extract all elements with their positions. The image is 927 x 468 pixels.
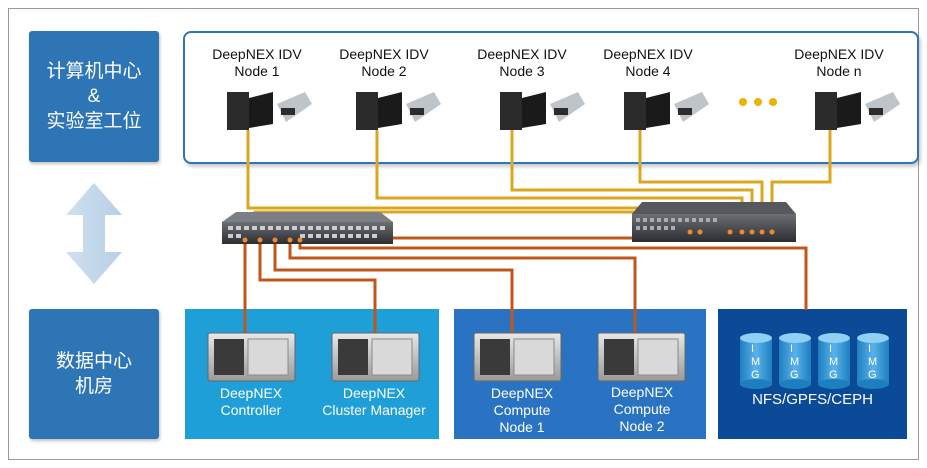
disk-icon-4 — [857, 333, 889, 389]
workstation-icon-1 — [227, 92, 312, 130]
compute-node-1-label-line-3: Node 1 — [499, 419, 545, 435]
compute-node-2-label-line-1: DeepNEX — [610, 384, 674, 400]
compute-node-2-label-line-2: Compute — [613, 401, 671, 417]
idv-node-4-line-1: DeepNEX IDV — [603, 46, 693, 62]
disk-icon-3 — [818, 333, 850, 389]
idv-node-2-line-1: DeepNEX IDV — [339, 46, 429, 62]
disk-label-3: IMG — [829, 343, 839, 381]
access-switch-icon — [632, 202, 796, 242]
datacenter-box: 数据中心 机房 — [29, 309, 159, 439]
lab-workstations-box: 计算机中心 & 实验室工位 — [29, 31, 159, 162]
datacenter-box-line-2: 机房 — [74, 376, 113, 397]
lab-box-line-2: & — [87, 86, 101, 107]
idv-node-3-line-1: DeepNEX IDV — [477, 46, 567, 62]
idv-node-4-label: DeepNEX IDV Node 4 — [593, 46, 703, 80]
compute-node-1-label-line-2: Compute — [493, 402, 551, 418]
compute-node-1-label: DeepNEX Compute Node 1 — [452, 385, 592, 436]
workstation-icon-2 — [356, 92, 441, 130]
cluster-manager-label-line-2: Cluster Manager — [322, 402, 426, 418]
idv-node-n-line-1: DeepNEX IDV — [794, 46, 884, 62]
ellipsis-icon — [739, 98, 777, 106]
idv-node-n-line-2: Node n — [816, 63, 862, 79]
disk-label-1: IMG — [751, 343, 761, 381]
disk-label-2: IMG — [790, 343, 800, 381]
storage-caption: NFS/GPFS/CEPH — [752, 391, 873, 408]
idv-node-1-line-1: DeepNEX IDV — [212, 46, 302, 62]
cluster-manager-label-line-1: DeepNEX — [342, 385, 406, 401]
lab-box-line-1: 计算机中心 — [46, 61, 142, 82]
cluster-manager-label: DeepNEX Cluster Manager — [304, 385, 444, 419]
lab-box-line-3: 实验室工位 — [46, 111, 142, 132]
idv-node-1-label: DeepNEX IDV Node 1 — [202, 46, 312, 80]
orange-links — [243, 236, 808, 340]
bidirectional-arrow-icon — [66, 183, 122, 284]
controller-label-line-2: Controller — [220, 402, 282, 418]
diagram-frame — [8, 8, 919, 460]
idv-node-2-label: DeepNEX IDV Node 2 — [329, 46, 439, 80]
server-icon-cluster-manager — [331, 332, 420, 382]
server-icon-compute-2 — [597, 332, 686, 382]
server-icon-controller — [207, 332, 296, 382]
server-icons — [207, 332, 686, 382]
workstation-icon-4 — [624, 92, 709, 130]
compute-node-2-label: DeepNEX Compute Node 2 — [572, 384, 712, 435]
workstation-icons — [227, 92, 900, 130]
disk-icon-2 — [779, 333, 811, 389]
server-icon-compute-1 — [473, 332, 562, 382]
controller-label-line-1: DeepNEX — [219, 385, 283, 401]
compute-node-1-label-line-1: DeepNEX — [490, 385, 554, 401]
workstation-icon-3 — [500, 92, 585, 130]
idv-node-4-line-2: Node 4 — [625, 63, 671, 79]
idv-node-3-label: DeepNEX IDV Node 3 — [467, 46, 577, 80]
controller-label: DeepNEX Controller — [181, 385, 321, 419]
compute-node-2-label-line-3: Node 2 — [619, 418, 665, 434]
idv-node-2-line-2: Node 2 — [361, 63, 407, 79]
storage-disk-icons — [740, 333, 889, 389]
disk-icon-1 — [740, 333, 772, 389]
datacenter-box-line-1: 数据中心 — [55, 351, 132, 372]
idv-node-n-label: DeepNEX IDV Node n — [784, 46, 894, 80]
disk-label-4: IMG — [868, 343, 878, 381]
idv-node-3-line-2: Node 3 — [499, 63, 545, 79]
workstation-icon-n — [815, 92, 900, 130]
core-switch-icon — [222, 212, 393, 244]
idv-node-1-line-2: Node 1 — [234, 63, 280, 79]
